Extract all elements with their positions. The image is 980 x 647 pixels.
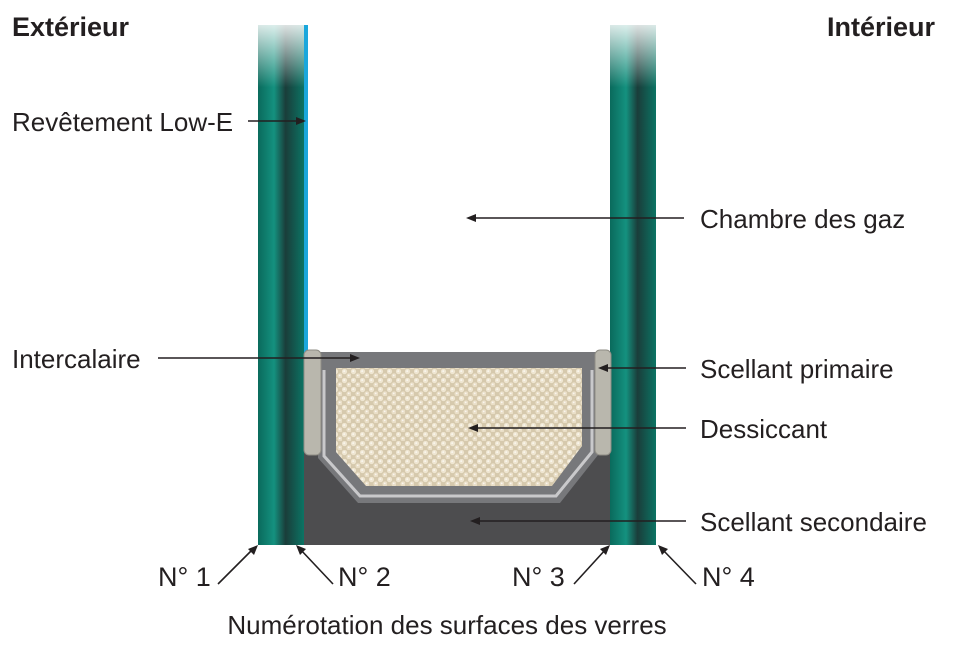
interior-heading: Intérieur bbox=[827, 12, 936, 42]
low-e-coating-layer bbox=[304, 25, 308, 355]
surface-numbering-caption: Numérotation des surfaces des verres bbox=[227, 610, 666, 640]
spacer-label: Intercalaire bbox=[12, 344, 141, 374]
surface-1-pointer bbox=[217, 547, 255, 585]
surface-4-pointer bbox=[661, 548, 697, 585]
primary-sealant-right bbox=[594, 349, 612, 456]
exterior-heading: Extérieur bbox=[12, 12, 130, 42]
surface-3-pointer bbox=[573, 548, 607, 585]
desiccant-label: Dessiccant bbox=[700, 414, 828, 444]
desiccant bbox=[336, 368, 582, 486]
surface-number-4: N° 4 bbox=[702, 562, 755, 592]
surface-number-2: N° 2 bbox=[338, 562, 391, 592]
secondary-sealant-label: Scellant secondaire bbox=[700, 507, 927, 537]
interior-glass-pane bbox=[610, 25, 656, 545]
surface-2-pointer bbox=[299, 548, 334, 585]
low-e-coating-label: Revêtement Low-E bbox=[12, 107, 233, 137]
primary-sealant-left bbox=[303, 349, 322, 456]
surface-number-1: N° 1 bbox=[158, 562, 211, 592]
gas-chamber-label: Chambre des gaz bbox=[700, 204, 905, 234]
exterior-glass-pane bbox=[258, 25, 304, 545]
primary-sealant-label: Scellant primaire bbox=[700, 354, 894, 384]
surface-number-3: N° 3 bbox=[512, 562, 565, 592]
